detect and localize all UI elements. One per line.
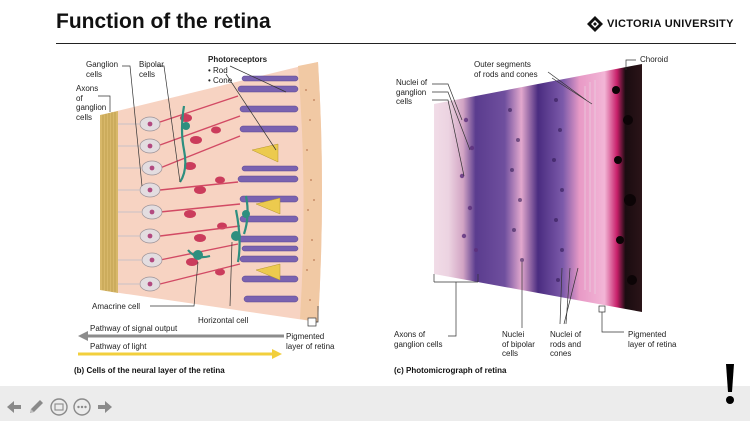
warning-exclamation-icon <box>726 364 734 404</box>
label-horizontal-cell: Horizontal cell <box>198 316 249 325</box>
label-pathway-light: Pathway of light <box>90 342 147 351</box>
label-photoreceptors: Photoreceptors <box>208 55 268 64</box>
label-rod: • Rod <box>208 66 228 75</box>
pen-icon[interactable] <box>27 398 45 416</box>
slide-title: Function of the retina <box>56 10 271 33</box>
logo-diamond-icon <box>587 16 603 32</box>
label-cone: • Cone <box>208 76 233 85</box>
label-nuclei-bipolar: Nuclei of bipolar cells <box>502 330 535 358</box>
university-logo: VICTORIA UNIVERSITY <box>587 16 734 32</box>
slide-canvas: Function of the retina VICTORIA UNIVERSI… <box>56 10 736 375</box>
retina-neural-layer-diagram <box>78 59 642 359</box>
label-axons-ganglion: Axons of ganglion cells <box>76 84 107 122</box>
label-pigmented-layer-c: Pigmented layer of retina <box>628 330 677 349</box>
presentation-toolbar <box>0 386 750 421</box>
label-nuclei-ganglion: Nuclei of ganglion cells <box>396 78 428 106</box>
title-divider <box>56 43 736 44</box>
label-nuclei-rods-cones: Nuclei of rods and cones <box>550 330 582 358</box>
back-arrow-icon[interactable] <box>5 398 23 416</box>
label-choroid: Choroid <box>640 55 669 64</box>
label-axons-ganglion-c: Axons of ganglion cells <box>394 330 443 349</box>
label-ganglion-cells: Ganglion cells <box>86 60 119 79</box>
label-pigmented-layer-b: Pigmented layer of retina <box>286 332 335 351</box>
label-bipolar-cells: Bipolar cells <box>139 60 164 79</box>
caption-c: (c) Photomicrograph of retina <box>394 366 507 375</box>
slides-icon[interactable] <box>50 398 68 416</box>
label-pathway-output: Pathway of signal output <box>90 324 178 333</box>
logo-text: VICTORIA UNIVERSITY <box>607 18 734 30</box>
caption-b: (b) Cells of the neural layer of the ret… <box>74 366 225 375</box>
label-amacrine-cell: Amacrine cell <box>92 302 141 311</box>
forward-arrow-icon[interactable] <box>96 398 114 416</box>
label-outer-segments: Outer segments of rods and cones <box>474 60 538 79</box>
more-icon[interactable] <box>73 398 91 416</box>
